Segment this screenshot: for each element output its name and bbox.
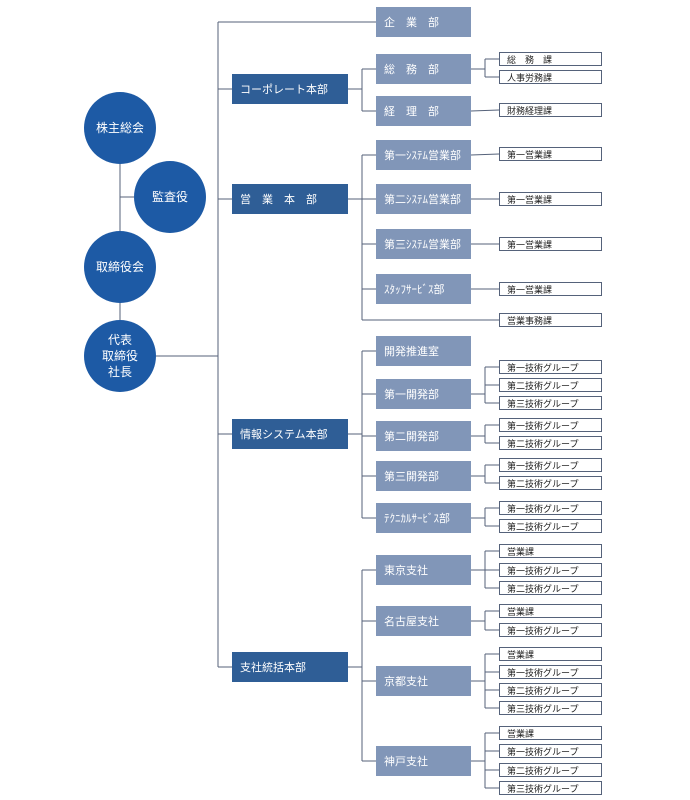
section-link-line — [470, 153, 500, 156]
division-box: 支社統括本部 — [232, 652, 348, 682]
department-box: 開発推進室 — [376, 336, 471, 366]
section-box: 第一技術グループ — [499, 744, 602, 758]
section-box: 営業課 — [499, 726, 602, 740]
department-box: 第一ｼｽﾃﾑ営業部 — [376, 140, 471, 170]
president-circle: 代表 取締役 社長 — [84, 320, 156, 392]
section-box: 総 務 課 — [499, 52, 602, 66]
section-box: 第一技術グループ — [499, 458, 602, 472]
section-box: 第一営業課 — [499, 147, 602, 161]
section-box: 第二技術グループ — [499, 476, 602, 490]
department-box: 第二開発部 — [376, 421, 471, 451]
section-box: 財務経理課 — [499, 103, 602, 117]
section-box: 第二技術グループ — [499, 581, 602, 595]
auditor-circle: 監査役 — [134, 161, 206, 233]
shareholders-meeting-circle: 株主総会 — [84, 92, 156, 164]
section-box: 第一技術グループ — [499, 665, 602, 679]
section-box: 第一技術グループ — [499, 623, 602, 637]
section-box: 第三技術グループ — [499, 396, 602, 410]
board-of-directors-circle: 取締役会 — [84, 231, 156, 303]
department-box: 企 業 部 — [376, 7, 471, 37]
department-box: 経 理 部 — [376, 96, 471, 126]
section-box: 第一技術グループ — [499, 563, 602, 577]
section-link-line — [470, 109, 500, 112]
section-box: 第一営業課 — [499, 282, 602, 296]
department-box: 神戸支社 — [376, 746, 471, 776]
section-box: 第二技術グループ — [499, 763, 602, 777]
section-box: 第二技術グループ — [499, 519, 602, 533]
department-box: ﾃｸﾆｶﾙｻｰﾋﾞｽ部 — [376, 503, 471, 533]
department-box: ｽﾀｯﾌｻｰﾋﾞｽ部 — [376, 274, 471, 304]
department-box: 第一開発部 — [376, 379, 471, 409]
section-box: 第二技術グループ — [499, 436, 602, 450]
section-box: 営業課 — [499, 544, 602, 558]
section-box: 第三技術グループ — [499, 701, 602, 715]
department-box: 東京支社 — [376, 555, 471, 585]
section-box: 第三技術グループ — [499, 781, 602, 795]
section-box: 営業課 — [499, 604, 602, 618]
department-box: 第二ｼｽﾃﾑ営業部 — [376, 184, 471, 214]
section-box: 営業課 — [499, 647, 602, 661]
section-box: 営業事務課 — [499, 313, 602, 327]
department-box: 名古屋支社 — [376, 606, 471, 636]
section-box: 人事労務課 — [499, 70, 602, 84]
department-box: 京都支社 — [376, 666, 471, 696]
section-box: 第一営業課 — [499, 192, 602, 206]
division-box: コーポレート本部 — [232, 74, 348, 104]
section-box: 第一技術グループ — [499, 418, 602, 432]
section-box: 第一技術グループ — [499, 360, 602, 374]
department-box: 第三ｼｽﾃﾑ営業部 — [376, 229, 471, 259]
section-box: 第二技術グループ — [499, 378, 602, 392]
section-box: 第一技術グループ — [499, 501, 602, 515]
department-box: 第三開発部 — [376, 461, 471, 491]
division-box: 情報システム本部 — [232, 419, 348, 449]
section-box: 第二技術グループ — [499, 683, 602, 697]
department-box: 総 務 部 — [376, 54, 471, 84]
section-box: 第一営業課 — [499, 237, 602, 251]
division-box: 営 業 本 部 — [232, 184, 348, 214]
